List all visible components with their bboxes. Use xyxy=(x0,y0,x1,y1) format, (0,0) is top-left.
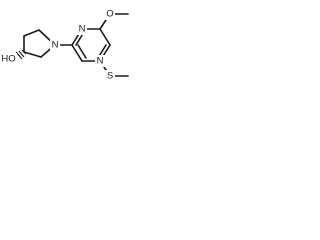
bond-pym-6 xyxy=(71,44,83,62)
svg-text:S: S xyxy=(107,71,113,82)
molecule-drawing: HO N N N O S xyxy=(0,8,129,82)
svg-text:N: N xyxy=(97,56,104,67)
structure-diagram: HO N N N O S xyxy=(0,0,142,83)
atom-n-pyrrolidine: N xyxy=(50,39,60,51)
atom-s-thio: S xyxy=(105,70,115,82)
svg-text:HO: HO xyxy=(1,54,15,65)
atom-ho: HO xyxy=(0,53,17,65)
svg-text:N: N xyxy=(79,24,86,35)
bond-pym-3 xyxy=(99,28,111,46)
bond-ring1-b xyxy=(23,29,40,37)
bond-ring1-d xyxy=(23,51,42,58)
atom-o-methoxy: O xyxy=(105,8,115,20)
atom-n-pyrimidine-bottom: N xyxy=(95,55,105,67)
atom-n-pyrimidine-top: N xyxy=(77,23,87,35)
svg-text:N: N xyxy=(52,40,59,51)
bond-pym-6b xyxy=(77,44,87,59)
svg-text:O: O xyxy=(106,9,113,20)
